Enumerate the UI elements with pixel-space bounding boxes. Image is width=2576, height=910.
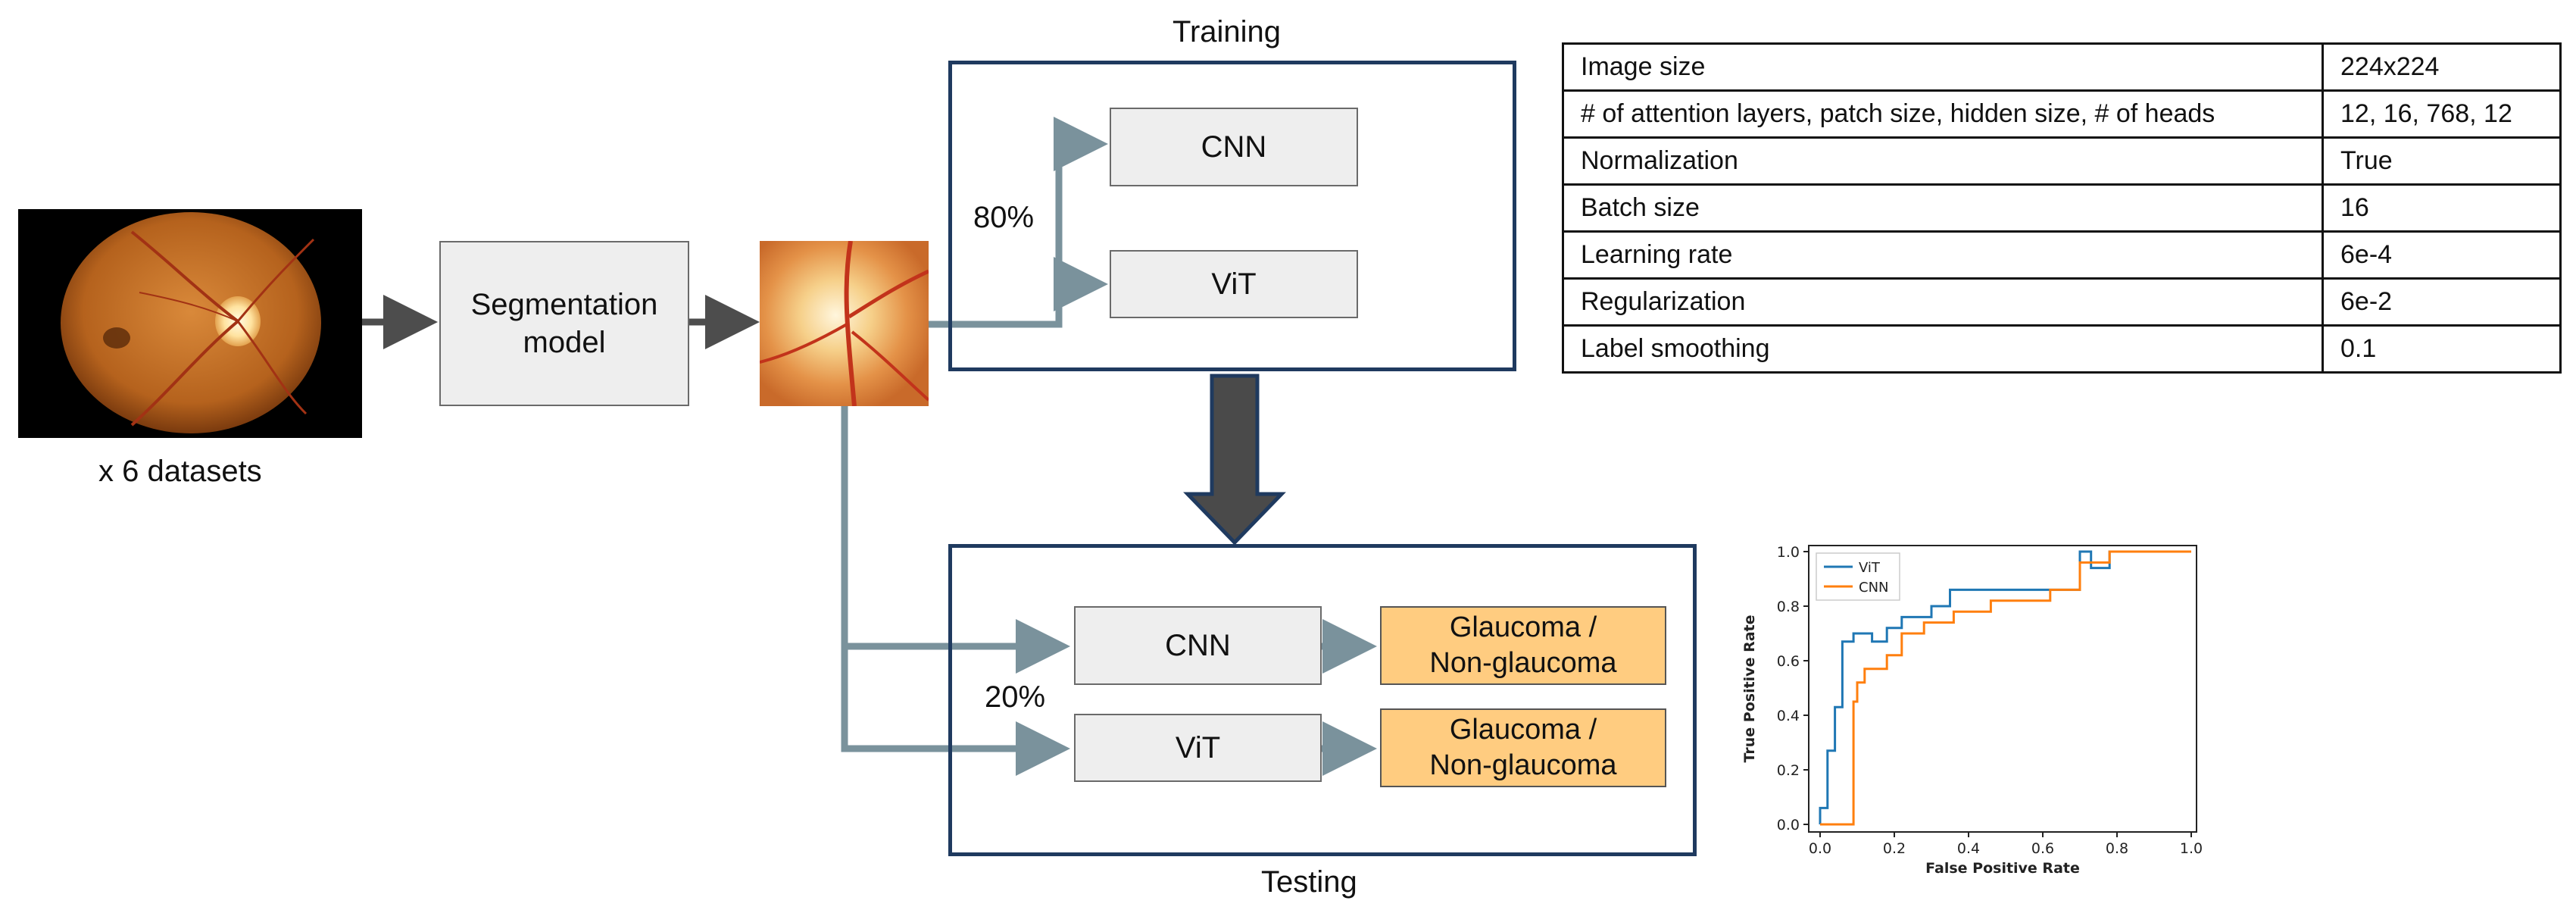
output-line2: Non-glaucoma [1429,647,1617,679]
testing-vit-output: Glaucoma / Non-glaucoma [1380,708,1666,787]
arrow-to-training [929,144,1063,328]
arrow-to-testing [841,402,1030,752]
arrow-training-to-testing [1183,374,1286,546]
param-value: 0.1 [2322,324,2562,374]
param-value: 12, 16, 768, 12 [2322,89,2562,139]
testing-frame [948,544,1697,856]
training-cnn-box: CNN [1110,108,1358,186]
optic-disc-drawing [760,241,929,406]
param-name: Batch size [1562,183,2324,233]
param-name: Normalization [1562,136,2324,186]
y-tick-label: 0.8 [1777,599,1800,615]
x-tick-label: 0.6 [2031,840,2054,857]
legend-label-cnn: CNN [1859,580,1889,596]
param-value: 6e-4 [2322,230,2562,280]
cropped-optic-disc-image [760,241,929,406]
y-tick-label: 0.2 [1777,762,1800,779]
testing-split-label: 20% [985,680,1046,714]
param-name: Learning rate [1562,230,2324,280]
param-name: Image size [1562,42,2324,92]
param-value: 6e-2 [2322,277,2562,327]
y-tick-label: 0.4 [1777,708,1800,724]
y-axis-label: True Positive Rate [1741,615,1758,763]
training-title: Training [1172,15,1282,48]
input-caption: x 6 datasets [98,455,262,488]
segmentation-label-line1: Segmentation [470,288,658,321]
x-tick-label: 0.0 [1809,840,1831,857]
fundus-drawing [61,212,321,433]
roc-series-cnn [1820,550,2191,826]
x-tick-label: 0.4 [1957,840,1980,857]
training-frame [948,61,1516,371]
param-name: # of attention layers, patch size, hidde… [1562,89,2324,139]
param-value: True [2322,136,2562,186]
x-tick-label: 1.0 [2180,840,2203,857]
y-tick-label: 0.0 [1777,817,1800,833]
x-tick-label: 0.8 [2106,840,2128,857]
y-tick-label: 0.6 [1777,653,1800,670]
training-split-label: 80% [973,201,1035,234]
testing-cnn-box: CNN [1074,606,1322,685]
testing-cnn-output: Glaucoma / Non-glaucoma [1380,606,1666,685]
fundus-image [18,209,362,438]
output-line1: Glaucoma / [1449,611,1597,643]
segmentation-model-box: Segmentation model [439,241,689,406]
testing-title: Testing [1261,865,1357,899]
roc-legend [1816,552,1900,601]
table-row: # of attention layers, patch size, hidde… [1562,89,2562,139]
x-tick-label: 0.2 [1883,840,1906,857]
param-name: Regularization [1562,277,2324,327]
testing-vit-box: ViT [1074,714,1322,782]
segmentation-label-line2: model [523,326,606,359]
param-name: Label smoothing [1562,324,2324,374]
output-line2: Non-glaucoma [1429,749,1617,781]
x-axis-label: False Positive Rate [1925,860,2080,877]
roc-series-vit [1819,550,2191,824]
output-line1: Glaucoma / [1449,713,1597,746]
y-tick-label: 1.0 [1777,544,1800,561]
training-vit-box: ViT [1110,250,1358,318]
param-value: 16 [2322,183,2562,233]
param-value: 224x224 [2322,42,2562,92]
legend-label-vit: ViT [1859,560,1881,576]
